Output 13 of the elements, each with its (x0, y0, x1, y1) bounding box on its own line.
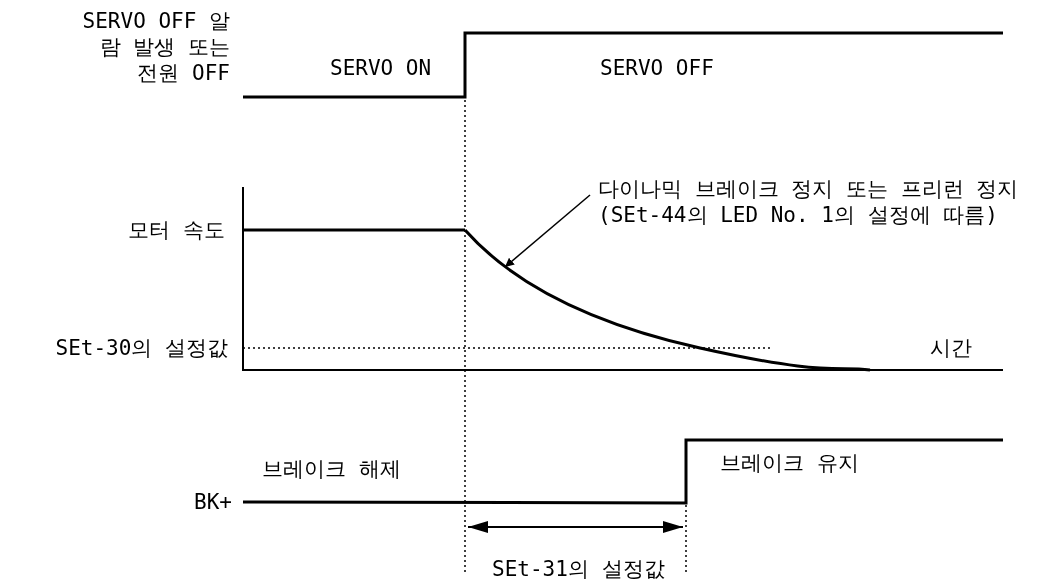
leader-line (504, 194, 591, 268)
annotation-text: 다이나믹 브레이크 정지 또는 프리런 정지(SEt-44의 LED No. 1의 설정에 따름) (598, 176, 1023, 228)
text-label: SERVO ON (330, 55, 432, 81)
text-label: SEt-31의 설정값 (492, 556, 665, 582)
text-label: BK+ (194, 489, 232, 515)
text-label: 모터 속도 (128, 217, 225, 243)
text-label: SERVO OFF 알람 발생 또는 전원 OFF (81, 8, 230, 86)
text-label: 브레이크 해제 (262, 456, 401, 482)
text-label: 시간 (930, 335, 972, 361)
text-label: SERVO OFF (600, 55, 714, 81)
speed-curve (465, 230, 870, 370)
text-label: 브레이크 유지 (720, 450, 859, 476)
text-label: SEt-30의 설정값 (55, 335, 228, 361)
